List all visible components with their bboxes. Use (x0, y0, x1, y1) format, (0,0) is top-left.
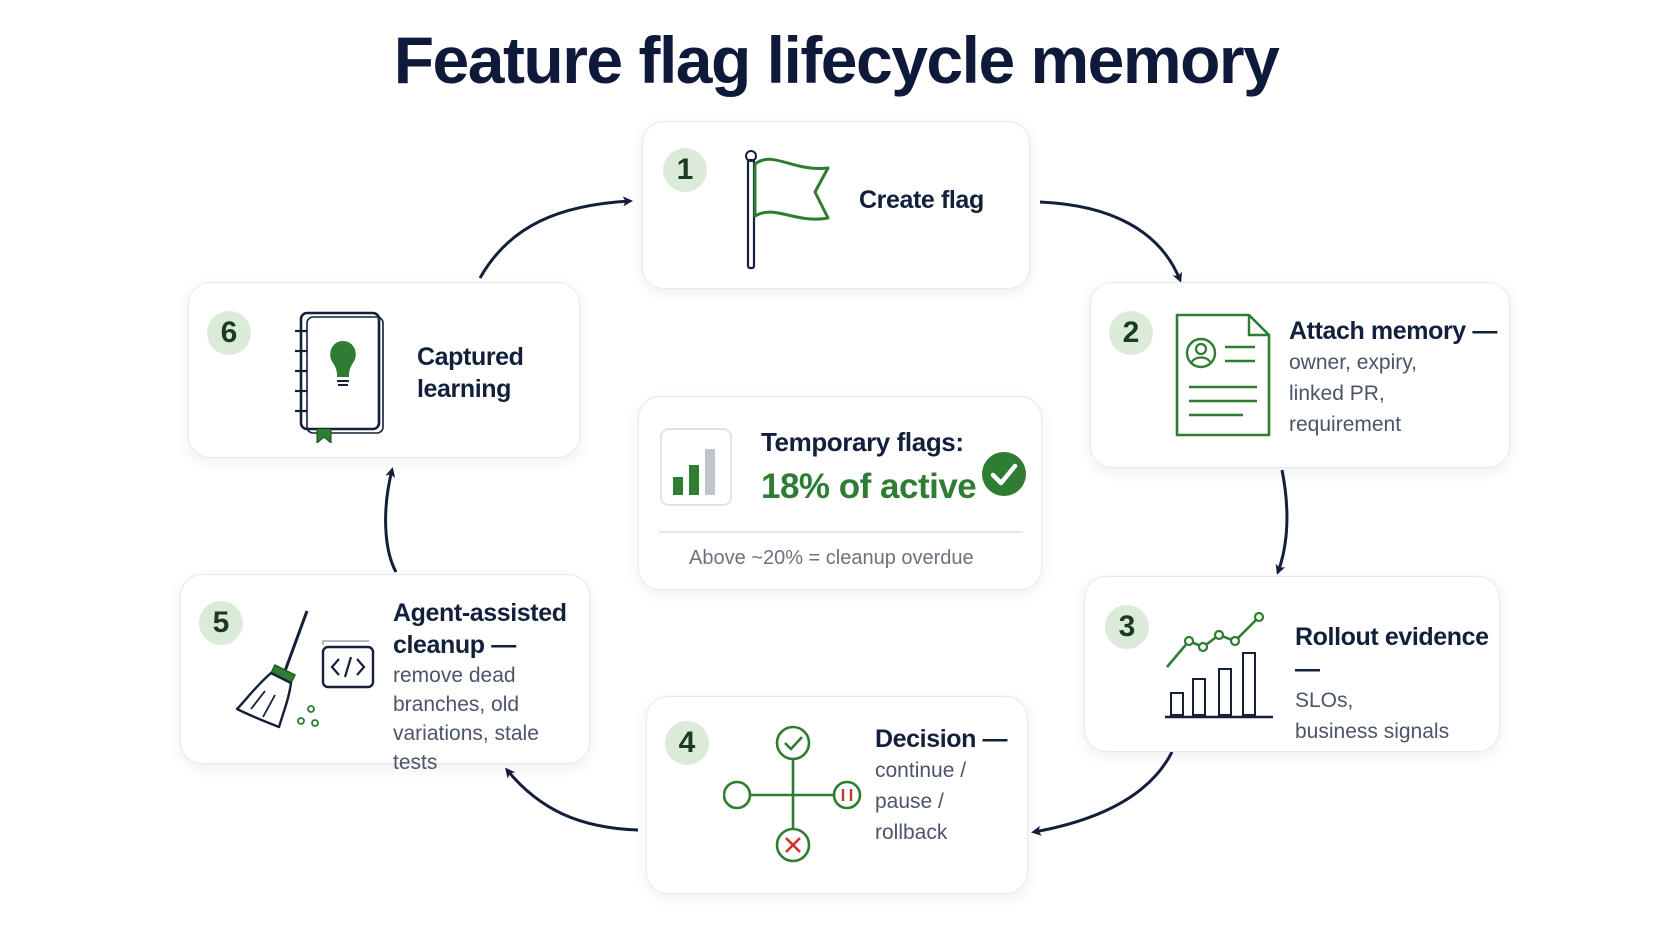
step-6-text: Captured learning (417, 341, 524, 405)
arrow-1-to-2 (1039, 200, 1183, 283)
metric-value: 18% of active (761, 467, 977, 506)
check-circle-icon (982, 452, 1026, 496)
step-2-card: 2 Attach memory — owner, expiry, linked … (1090, 282, 1510, 468)
step-2-badge: 2 (1109, 311, 1153, 355)
arrow-2-to-3 (1275, 469, 1289, 575)
temporary-flags-metric-card: Temporary flags: 18% of active Above ~20… (638, 396, 1042, 590)
step-4-text: Decision — continue / pause / rollback (875, 723, 1008, 848)
metric-note: Above ~20% = cleanup overdue (689, 547, 974, 569)
step-4-line: rollback (875, 821, 948, 844)
step-5-line: variations, stale tests (393, 722, 539, 774)
notebook-lightbulb-icon (295, 311, 384, 443)
bar-chart-icon (660, 428, 732, 506)
step-4-badge: 4 (665, 721, 709, 765)
step-2-line: owner, expiry, (1289, 351, 1417, 374)
step-3-line: SLOs, (1295, 689, 1354, 712)
step-3-badge: 3 (1105, 605, 1149, 649)
step-2-line: linked PR, (1289, 382, 1385, 405)
step-1-card: 1 Create flag (642, 121, 1030, 289)
step-6-card: 6 Captured learning (188, 282, 580, 458)
step-6-badge: 6 (207, 311, 251, 355)
decision-cross-icon (723, 725, 862, 863)
step-2-heading: Attach memory — (1289, 317, 1497, 345)
step-3-line: business signals (1295, 720, 1450, 743)
step-6-heading: Captured (417, 343, 524, 371)
step-5-heading: Agent-assisted (393, 599, 567, 627)
step-2-text: Attach memory — owner, expiry, linked PR… (1289, 315, 1497, 440)
step-3-text: Rollout evidence — SLOs, business signal… (1295, 621, 1499, 747)
page-title: Feature flag lifecycle memory (393, 23, 1280, 97)
step-4-card: 4 Decision — continue / pause / rollback (646, 696, 1028, 894)
step-3-heading: Rollout evidence — (1295, 623, 1489, 683)
step-1-badge: 1 (663, 148, 707, 192)
step-5-text: Agent-assisted cleanup — remove dead bra… (393, 597, 589, 777)
broom-code-icon (235, 610, 375, 729)
arrow-4-to-5 (505, 767, 639, 832)
arrow-6-to-1 (478, 196, 633, 279)
step-5-line: branches, old (393, 693, 520, 716)
step-3-card: 3 Rollout evidence — SLOs, business sign… (1084, 576, 1500, 752)
step-2-line: requirement (1289, 413, 1402, 436)
step-6-heading-continued: learning (417, 375, 512, 403)
arrow-5-to-6 (384, 467, 398, 573)
step-1-heading: Create flag (859, 186, 984, 214)
step-5-badge: 5 (199, 601, 243, 645)
step-4-heading: Decision — (875, 725, 1008, 753)
step-5-line: remove dead (393, 664, 516, 687)
step-5-card: 5 Agent-assisted cleanup — remove dead b… (180, 574, 590, 774)
step-1-text: Create flag (859, 184, 984, 216)
flag-icon (745, 150, 830, 270)
step-4-line: continue / (875, 759, 967, 782)
step-4-line: pause / (875, 790, 944, 813)
metric-label: Temporary flags: (761, 427, 964, 457)
document-user-icon (1175, 313, 1271, 437)
bar-line-chart-icon (1165, 611, 1273, 719)
metric-divider (659, 531, 1023, 533)
arrow-3-to-4 (1031, 751, 1174, 836)
step-5-heading-continued: cleanup — (393, 631, 516, 659)
